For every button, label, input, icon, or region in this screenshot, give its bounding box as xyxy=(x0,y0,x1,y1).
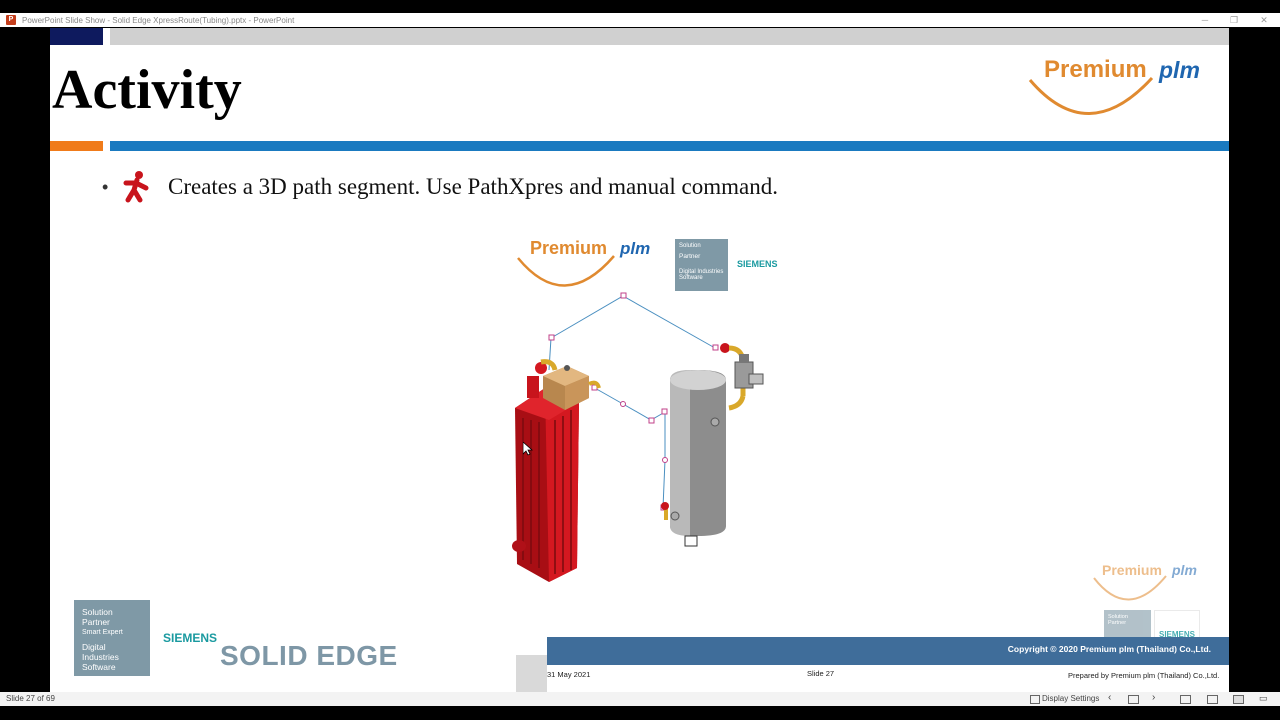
reading-view-icon[interactable] xyxy=(1233,695,1244,704)
bullet-text: Creates a 3D path segment. Use PathXpres… xyxy=(168,174,778,199)
center-badge-line2: Partner xyxy=(679,253,701,260)
center-badge-line4: Software xyxy=(679,275,703,281)
center-partner-badge: Solution Partner Digital Industries Soft… xyxy=(675,239,728,291)
right-valve-assembly xyxy=(720,343,764,411)
center-logo-arc-icon xyxy=(517,255,615,287)
minimize-icon[interactable]: ─ xyxy=(1201,15,1209,25)
grid-view-icon[interactable] xyxy=(1207,695,1218,704)
mouse-cursor-icon xyxy=(523,442,533,456)
watermark-logo-arc-icon xyxy=(1093,575,1167,601)
bottom-left-partner-badge: Solution Partner Smart Expert Digital In… xyxy=(74,600,150,676)
previous-slide-icon[interactable]: ‹ xyxy=(1108,692,1112,703)
next-slide-icon[interactable]: › xyxy=(1152,692,1156,703)
gray-storage-tank xyxy=(661,370,726,547)
center-siemens-label: SIEMENS xyxy=(737,259,778,269)
siemens-label: SIEMENS xyxy=(163,631,218,645)
footer-copyright: Copyright © 2020 Premium plm (Thailand) … xyxy=(1007,644,1211,654)
slideshow-view-icon[interactable]: ▭ xyxy=(1259,693,1268,703)
footer-slide-number: Slide 27 xyxy=(807,669,835,678)
normal-view-icon[interactable] xyxy=(1180,695,1191,704)
badge-line1: Solution xyxy=(82,607,113,617)
restore-icon[interactable]: ❐ xyxy=(1229,15,1239,25)
close-icon[interactable]: ✕ xyxy=(1260,15,1268,25)
watermark-premium-plm-logo: Premium plm xyxy=(1092,560,1212,608)
tan-valve-box xyxy=(543,365,601,410)
watermark-plm-text: plm xyxy=(1172,562,1197,578)
window-titlebar: P PowerPoint Slide Show - Solid Edge Xpr… xyxy=(0,13,1280,27)
slide-counter: Slide 27 of 69 xyxy=(6,694,55,703)
red-radiator-unit xyxy=(512,359,579,582)
center-logo-premium-text: Premium xyxy=(530,238,608,258)
watermark-premium-text: Premium xyxy=(1102,562,1162,578)
center-premium-plm-logo: Premium plm xyxy=(516,236,666,296)
slide-sorter-icon[interactable] xyxy=(1128,695,1139,704)
header-accent-gray xyxy=(110,28,1229,45)
solid-edge-wordmark: SOLID EDGE xyxy=(220,640,398,671)
title-rule-blue xyxy=(110,141,1229,151)
center-badge-line1: Solution xyxy=(679,243,701,249)
header-accent-navy xyxy=(50,28,103,45)
watermark-siemens-label: SIEMENS xyxy=(1159,630,1196,639)
logo-arc-icon xyxy=(1028,76,1154,115)
premium-plm-logo: Premium plm xyxy=(1028,52,1228,124)
badge-line2: Partner xyxy=(82,617,110,627)
footer-prepared-by: Prepared by Premium plm (Thailand) Co.,L… xyxy=(1068,671,1220,680)
footer-date: 31 May 2021 xyxy=(547,670,591,679)
center-logo-plm-text: plm xyxy=(620,239,651,258)
activity-figure-icon xyxy=(123,171,149,203)
title-rule-orange xyxy=(50,141,103,151)
display-settings-icon[interactable] xyxy=(1030,695,1040,704)
window-title: PowerPoint Slide Show - Solid Edge Xpres… xyxy=(22,15,295,25)
logo-plm-text: plm xyxy=(1159,57,1200,83)
badge-line3: Smart Expert xyxy=(82,629,123,636)
slide-canvas[interactable]: Activity Premium plm • Creates a 3D path… xyxy=(50,28,1229,692)
3d-tubing-route-model[interactable] xyxy=(505,290,780,590)
display-settings-button[interactable]: Display Settings xyxy=(1042,694,1100,703)
watermark-badge-line1: Solution xyxy=(1108,614,1128,620)
badge-line4: Digital Industries xyxy=(82,642,119,662)
slide-title: Activity xyxy=(52,59,242,121)
logo-premium-text: Premium xyxy=(1044,56,1147,83)
center-badge-line3: Digital Industries xyxy=(679,269,724,275)
footer-gray-block xyxy=(516,655,547,692)
powerpoint-icon: P xyxy=(6,15,16,25)
badge-line5: Software xyxy=(82,662,116,672)
bullet-item: • Creates a 3D path segment. Use PathXpr… xyxy=(102,170,778,204)
footer-banner: Copyright © 2020 Premium plm (Thailand) … xyxy=(547,637,1229,665)
slideshow-statusbar: Slide 27 of 69 Display Settings ‹ › ▭ xyxy=(0,692,1280,706)
bullet-dot: • xyxy=(102,176,109,197)
watermark-badge-line2: Partner xyxy=(1108,620,1127,626)
